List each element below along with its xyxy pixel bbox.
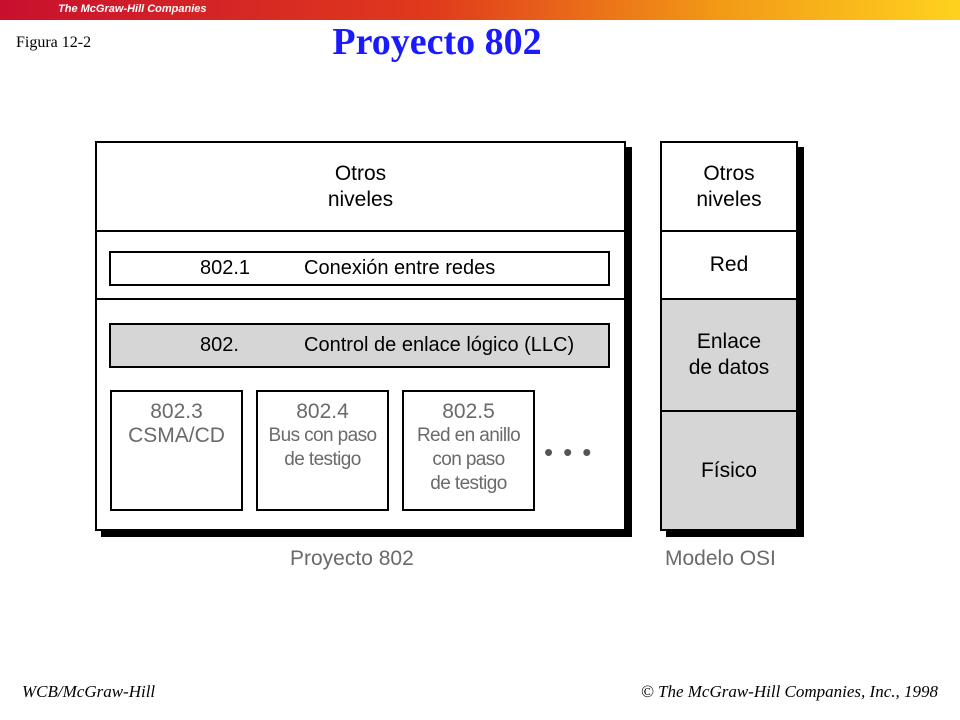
project802-top-label: Otros niveles (327, 161, 394, 211)
sub-desc: Bus con paso de testigo (268, 425, 378, 470)
osi-layer-datalink: Enlace de datos (662, 300, 796, 410)
divider (95, 298, 626, 300)
divider (660, 230, 798, 232)
row-internetworking-name: Conexión entre redes (304, 257, 496, 279)
sub-code: 802.5 (442, 400, 495, 423)
osi-layer-network: Red (709, 253, 749, 276)
osi-layer-other: Otros niveles (696, 161, 762, 211)
page-title: Proyecto 802 (332, 21, 542, 63)
sub-box-802-4: 802.4 Bus con paso de testigo (256, 390, 389, 511)
top-banner (0, 0, 960, 20)
footer-right: © The McGraw-Hill Companies, Inc., 1998 (640, 682, 938, 701)
row-llc-code: 802. (200, 334, 239, 356)
divider (660, 410, 798, 412)
sub-box-802-3: 802.3 CSMA/CD (110, 390, 243, 511)
publisher-logo-text: The McGraw-Hill Companies (58, 3, 207, 15)
sub-desc: CSMA/CD (128, 424, 225, 447)
row-llc-name: Control de enlace lógico (LLC) (304, 334, 575, 356)
ellipsis: ••• (544, 437, 602, 467)
osi-caption: Modelo OSI (665, 547, 776, 570)
row-internetworking-code: 802.1 (200, 257, 251, 279)
sub-code: 802.3 (150, 400, 203, 423)
sub-code: 802.4 (296, 400, 349, 423)
divider (660, 298, 798, 300)
figure-label: Figura 12-2 (16, 34, 92, 51)
project802-caption: Proyecto 802 (290, 547, 414, 570)
sub-desc: Red en anillo con paso de testigo (416, 425, 521, 494)
footer-left: WCB/McGraw-Hill (22, 682, 156, 701)
row-internetworking (109, 251, 610, 286)
osi-layer-physical: Físico (662, 412, 796, 529)
row-llc (109, 323, 610, 368)
divider (95, 230, 626, 232)
sub-box-802-5: 802.5 Red en anillo con paso de testigo (402, 390, 535, 511)
